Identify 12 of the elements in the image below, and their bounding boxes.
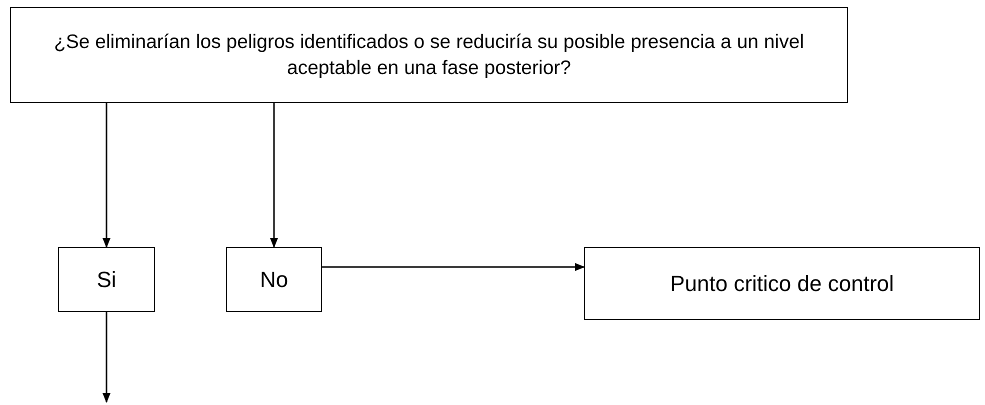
arrow — [102, 312, 110, 403]
process-box — [58, 247, 155, 312]
box-label: Punto critico de control — [670, 270, 894, 298]
arrow — [322, 263, 585, 271]
process-box — [226, 247, 322, 312]
question-text: ¿Se eliminarían los peligros identificados o se reduciría su posible presencia a un nivel aceptable en una fase posterior? — [52, 30, 806, 81]
arrow — [270, 103, 278, 248]
box-label: No — [260, 266, 288, 294]
arrow — [102, 103, 110, 248]
process-box — [584, 247, 980, 320]
question-box — [10, 7, 848, 103]
box-label: Si — [96, 266, 116, 294]
